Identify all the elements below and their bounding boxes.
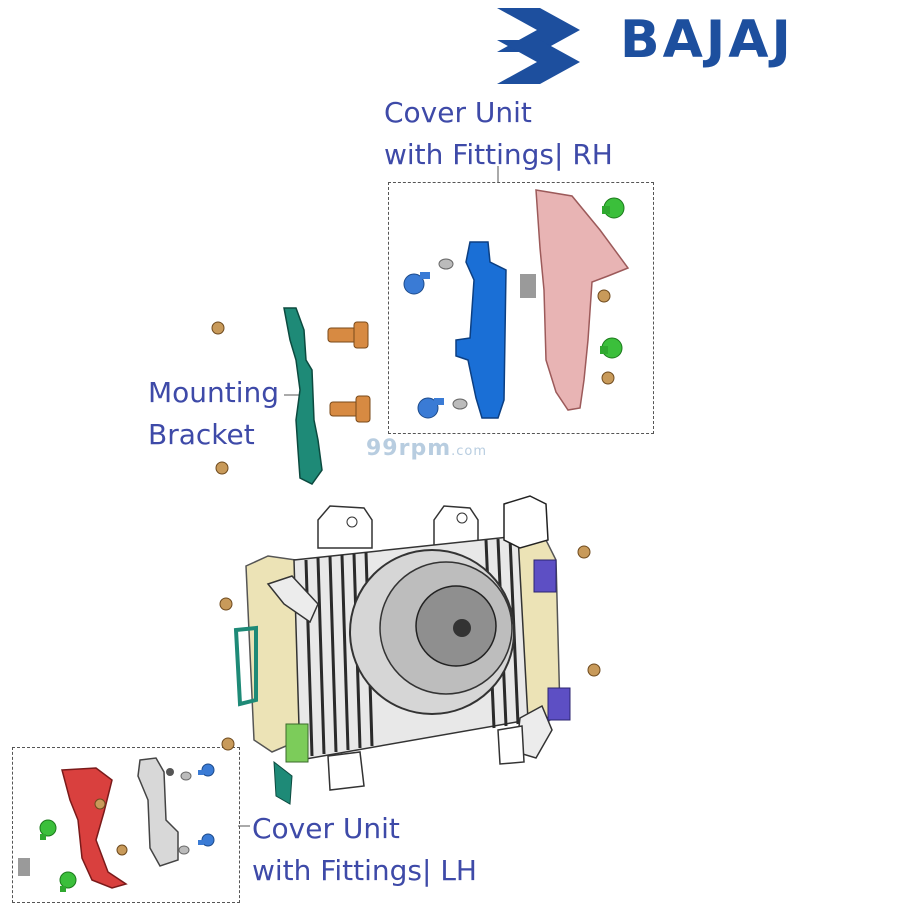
nut-icon <box>587 663 601 677</box>
nut-icon <box>211 321 225 335</box>
green-screw-icon <box>602 197 625 219</box>
watermark: 99rpm.com <box>366 436 487 461</box>
rh-clip <box>520 274 536 298</box>
nut-icon <box>597 289 611 303</box>
washer-icon <box>178 845 190 855</box>
lh-support-bracket <box>137 757 179 867</box>
blue-screw-icon <box>198 763 215 777</box>
radiator-assembly <box>233 495 571 805</box>
nut-icon <box>577 545 591 559</box>
washer-icon <box>438 258 454 270</box>
mounting-bracket <box>283 307 323 485</box>
rh-cover-unit <box>535 189 630 411</box>
nut-icon <box>601 371 615 385</box>
cover-rh-label: Cover Unit with Fittings| RH <box>384 92 613 176</box>
cover-lh-label-line1: Cover Unit <box>252 812 400 845</box>
watermark-suffix: .com <box>451 444 488 459</box>
bolt-icon <box>327 321 369 349</box>
nut-icon <box>116 844 128 856</box>
blue-screw-icon <box>403 272 430 295</box>
nut-icon <box>221 737 235 751</box>
green-screw-icon <box>600 337 623 359</box>
lh-clip <box>18 858 30 876</box>
bajaj-logo-icon <box>497 8 580 84</box>
green-screw-icon <box>59 871 77 892</box>
nut-icon <box>94 798 106 810</box>
cover-lh-label-line2: with Fittings| LH <box>252 854 477 887</box>
washer-icon <box>452 398 468 410</box>
mounting-bracket-label-line1: Mounting <box>148 376 280 409</box>
bolt-icon <box>329 395 371 423</box>
brand-wordmark: BAJAJ <box>620 10 794 70</box>
mounting-bracket-label: Mounting Bracket <box>148 372 279 456</box>
nut-icon <box>219 597 233 611</box>
nut-icon <box>215 461 229 475</box>
blue-screw-icon <box>417 397 444 419</box>
watermark-main: 99rpm <box>366 436 452 461</box>
blue-screw-icon <box>198 833 215 847</box>
cover-lh-label: Cover Unit with Fittings| LH <box>252 808 477 892</box>
mounting-bracket-label-line2: Bracket <box>148 418 255 451</box>
green-screw-icon <box>39 819 57 840</box>
nut-icon <box>166 768 174 776</box>
rh-cover-group-box <box>388 182 654 434</box>
lh-cover-unit <box>61 767 128 889</box>
lh-cover-group-box <box>12 747 240 903</box>
cover-rh-label-line2: with Fittings| RH <box>384 138 613 171</box>
washer-icon <box>180 771 192 781</box>
cover-rh-label-line1: Cover Unit <box>384 96 532 129</box>
rh-support-bracket <box>455 241 507 419</box>
